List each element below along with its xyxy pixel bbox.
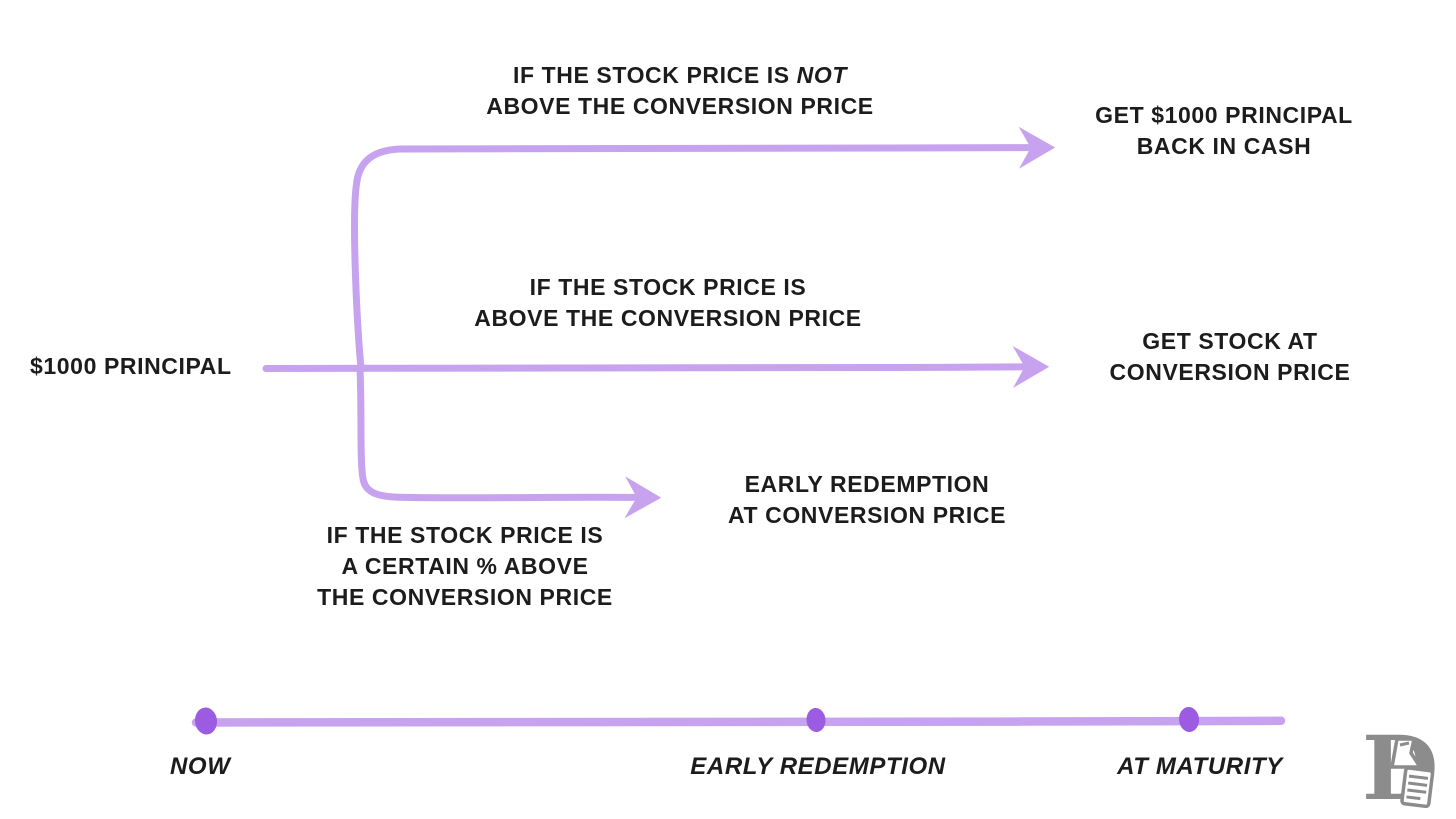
outcome-line: CONVERSION PRICE: [1109, 359, 1351, 385]
outcome-line: EARLY REDEMPTION: [744, 471, 990, 497]
root-node-label: $1000 PRINCIPAL: [30, 353, 232, 379]
condition-line: IF THE STOCK PRICE IS NOT: [512, 62, 848, 88]
condition-label-at-maturity-stock: IF THE STOCK PRICE IS ABOVE THE CONVERSI…: [370, 272, 966, 334]
condition-line: ABOVE THE CONVERSION PRICE: [486, 93, 874, 119]
condition-line: ABOVE THE CONVERSION PRICE: [474, 305, 862, 331]
outcome-line: AT CONVERSION PRICE: [727, 502, 1007, 528]
timeline-dot-at-maturity: [1179, 707, 1200, 732]
condition-line: A CERTAIN % ABOVE: [341, 553, 589, 579]
condition-line: IF THE STOCK PRICE IS: [326, 522, 604, 548]
timeline-label-early-redemption: EARLY REDEMPTION: [690, 753, 946, 780]
condition-line: THE CONVERSION PRICE: [317, 584, 613, 610]
emphasis-not: NOT: [796, 62, 848, 88]
condition-line: IF THE STOCK PRICE IS: [529, 274, 807, 300]
condition-label-at-maturity-cash: IF THE STOCK PRICE IS NOT ABOVE THE CONV…: [380, 60, 980, 122]
document-monogram-d-icon: D: [1364, 723, 1438, 813]
outcome-line: BACK IN CASH: [1136, 133, 1312, 159]
outcome-label-cash: GET $1000 PRINCIPAL BACK IN CASH: [1072, 100, 1376, 162]
branch-line-middle: [262, 345, 1050, 388]
timeline-dot-now: [194, 707, 218, 735]
outcome-line: GET STOCK AT: [1142, 328, 1318, 354]
logo-flask-shape: [1389, 737, 1424, 769]
condition-label-early-redemption: IF THE STOCK PRICE IS A CERTAIN % ABOVE …: [265, 520, 665, 613]
timeline-label-now: NOW: [170, 753, 231, 780]
timeline-line: [191, 716, 1286, 727]
outcome-label-early-redemption: EARLY REDEMPTION AT CONVERSION PRICE: [712, 469, 1022, 531]
logo-scroll-shape: [1400, 766, 1435, 809]
timeline-label-at-maturity: AT MATURITY: [1117, 753, 1283, 780]
timeline-dot-early-redemption: [806, 708, 826, 732]
branch-line-bottom: [356, 365, 662, 519]
outcome-label-stock: GET STOCK AT CONVERSION PRICE: [1078, 326, 1382, 388]
branch-line-top: [351, 126, 1056, 373]
outcome-line: GET $1000 PRINCIPAL: [1095, 102, 1353, 128]
